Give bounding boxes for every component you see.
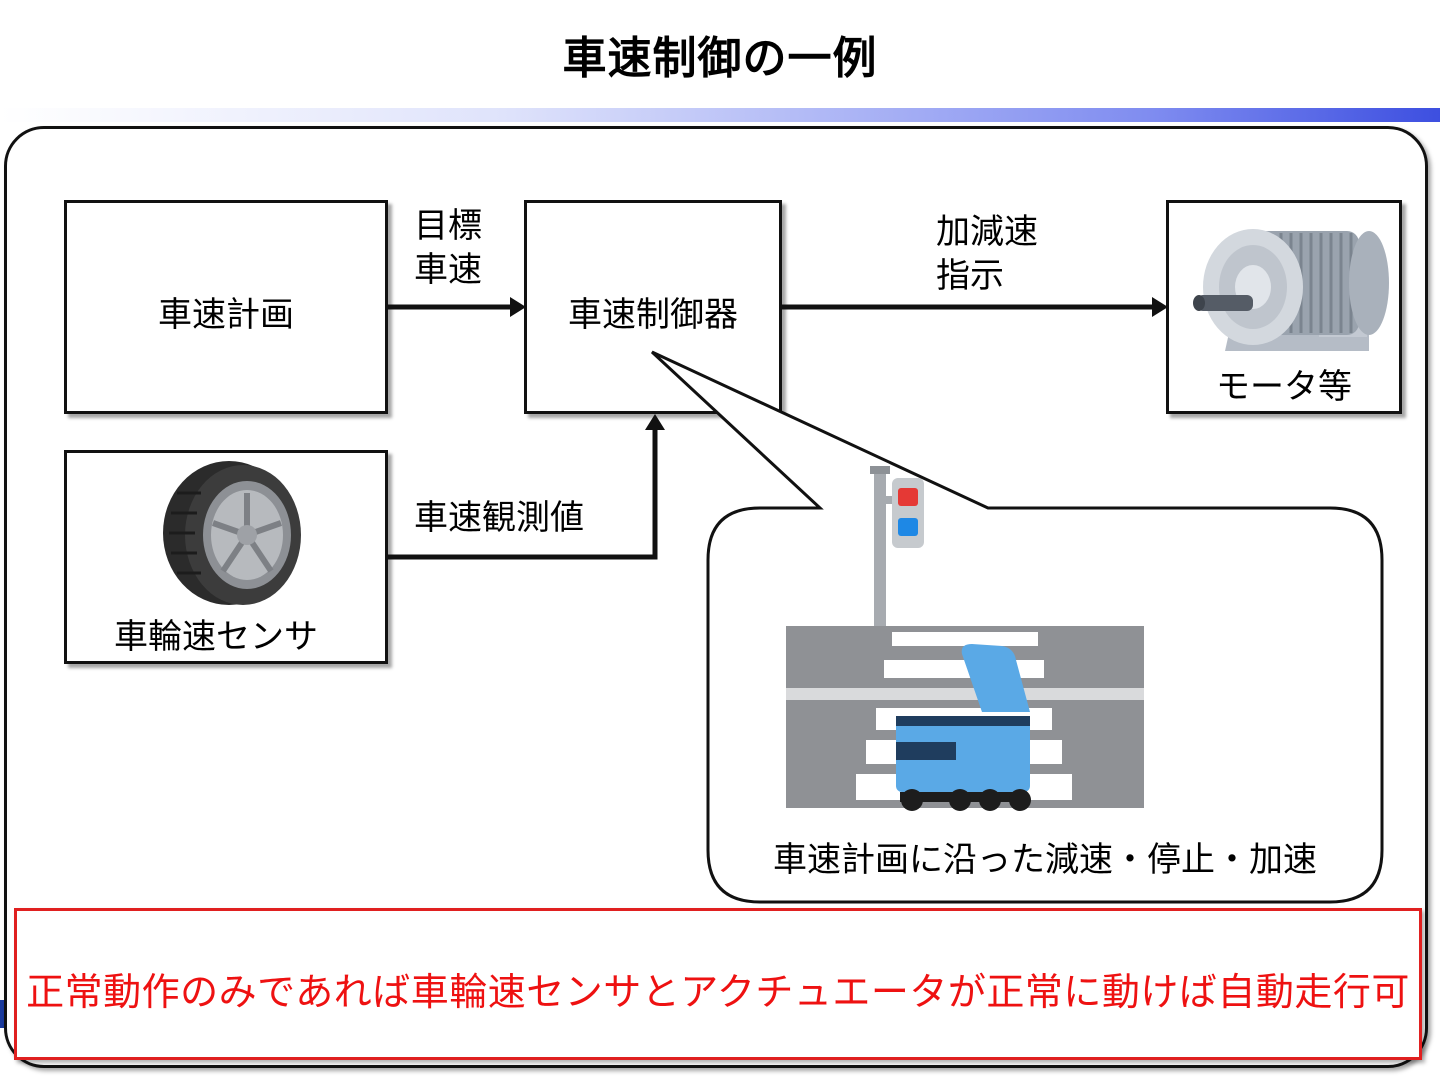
edge-label-accel-command-1: 加減速 [936,212,1038,252]
edge-label-target-speed-1: 目標 [414,206,482,246]
page-title: 車速制御の一例 [562,33,878,84]
electric-motor-icon [1193,229,1389,351]
node-motor-label: モータ等 [1216,367,1352,407]
callout-caption: 車速計画に沿った減速・停止・加速 [773,840,1317,880]
node-speed-plan: 車速計画 [64,200,388,414]
node-speed-controller: 車速制御器 [524,200,782,414]
note-box: 正常動作のみであれば車輪速センサとアクチュエータが正常に動けば自動走行可 [14,908,1422,1060]
header-gradient-bar [0,108,1440,122]
node-wheel-sensor-label: 車輪速センサ [114,617,318,657]
node-wheel-sensor: 車輪速センサ [64,450,388,664]
arrow-measured-speed [388,424,658,560]
note-text: 正常動作のみであれば車輪速センサとアクチュエータが正常に動けば自動走行可 [26,970,1410,1014]
node-motor: モータ等 [1166,200,1402,414]
node-speed-controller-label: 車速制御器 [568,295,738,335]
edge-label-target-speed-2: 車速 [414,250,482,290]
edge-label-accel-command-2: 指示 [936,256,1004,296]
node-speed-plan-label: 車速計画 [158,295,294,335]
edge-label-measured-speed: 車速観測値 [414,498,584,538]
traffic-signal-icon [870,466,924,632]
delivery-robot-icon [896,644,1031,811]
left-edge-mark [0,1000,6,1028]
tire-icon [163,461,301,605]
